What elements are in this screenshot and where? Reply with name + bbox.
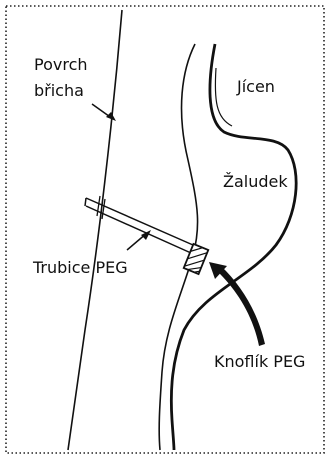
label-bricha: břicha <box>34 80 84 102</box>
stomach-right-wall <box>171 44 296 450</box>
peg-tube-end <box>85 198 86 206</box>
label-trubice-peg: Trubice PEG <box>33 257 128 279</box>
label-povrch: Povrch <box>34 54 88 76</box>
abdominal-surface-line <box>68 10 122 450</box>
esophagus-inner-line <box>215 68 232 126</box>
peg-tube-upper <box>86 198 193 245</box>
label-knoflik-peg: Knoflík PEG <box>214 351 305 373</box>
label-jicen: Jícen <box>237 76 275 98</box>
peg-button <box>184 244 209 274</box>
arrow-knoflik-peg <box>217 266 265 346</box>
label-zaludek: Žaludek <box>223 171 288 193</box>
peg-tube-lower <box>86 206 191 253</box>
